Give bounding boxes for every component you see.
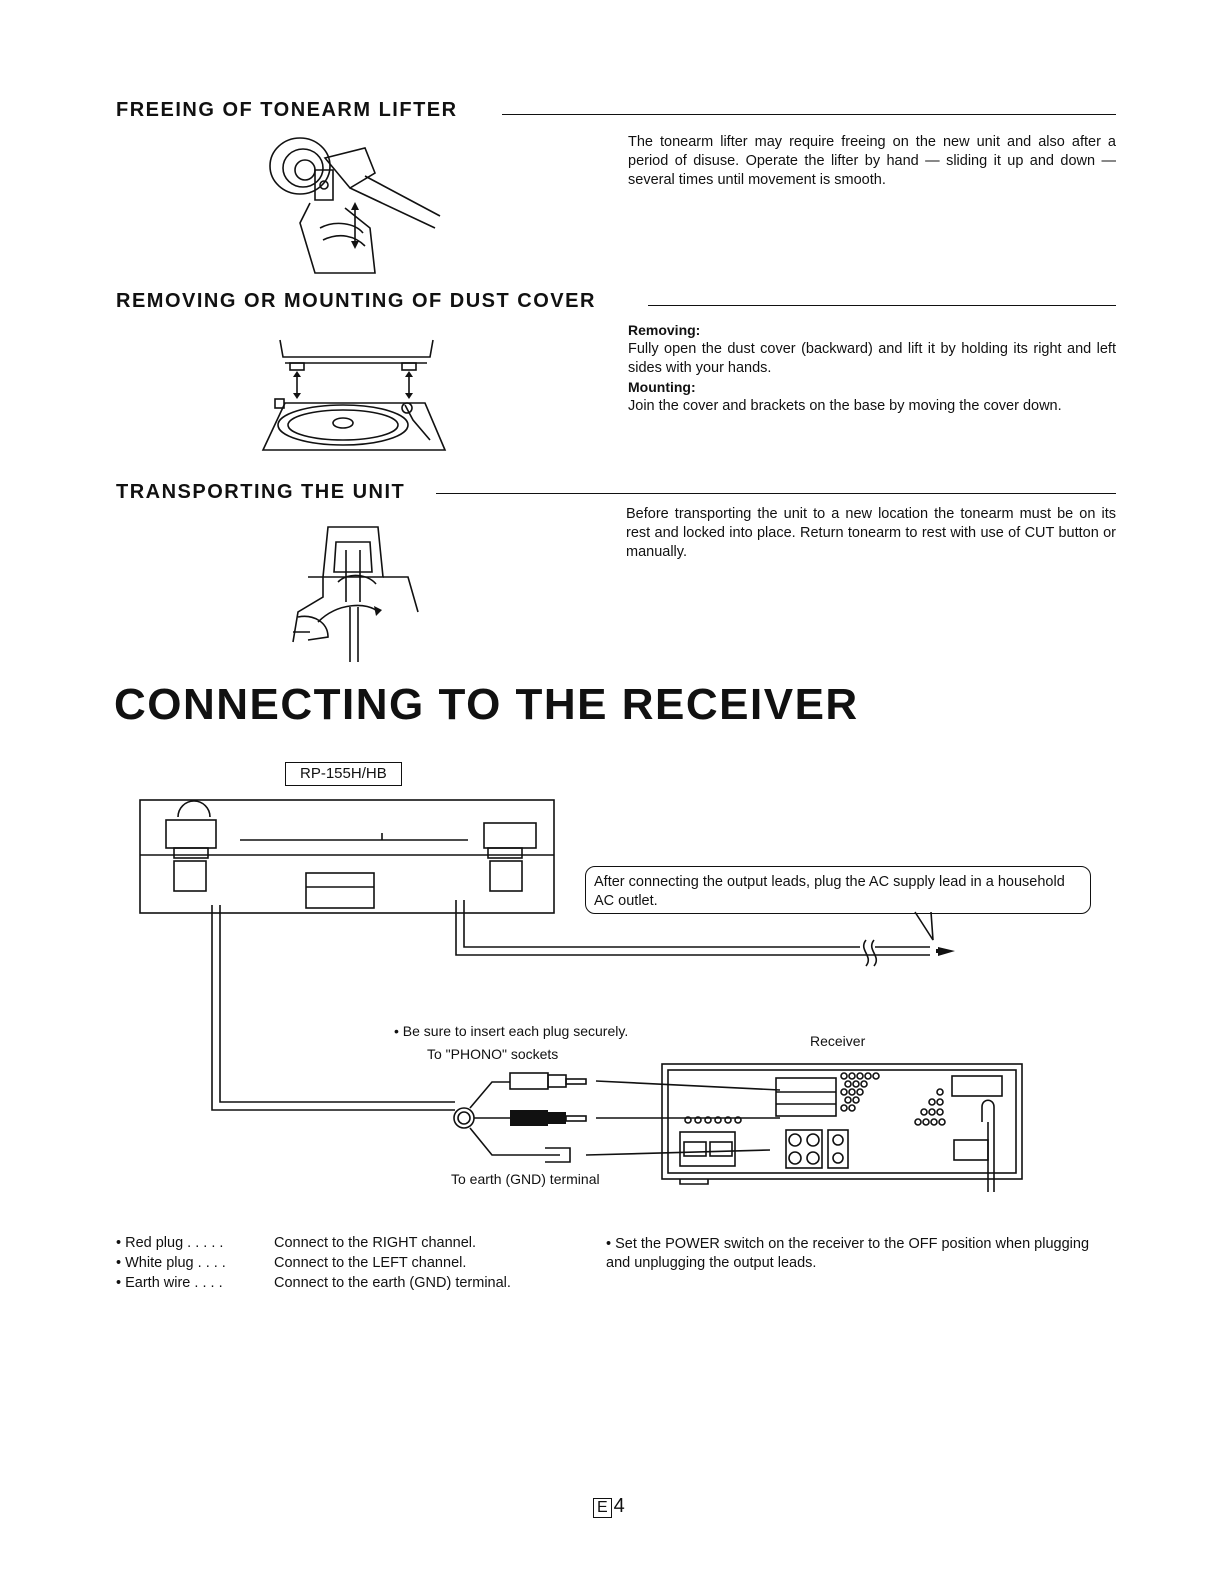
earth-terminal-label: To earth (GND) terminal: [451, 1171, 600, 1187]
plug-note-red: • Red plug . . . . . Connect to the RIGHT…: [116, 1233, 511, 1253]
receiver-rear-illustration: [661, 1063, 1023, 1192]
section-title-dust-cover: REMOVING OR MOUNTING OF DUST COVER: [116, 290, 596, 312]
model-label: RP-155H/HB: [285, 762, 402, 786]
ac-outlet-callout: After connecting the output leads, plug …: [585, 866, 1091, 914]
power-switch-note: • Set the POWER switch on the receiver t…: [606, 1236, 1090, 1271]
removing-text: Fully open the dust cover (backward) and…: [628, 341, 1116, 376]
plug-note-earth: • Earth wire . . . . Connect to the earth…: [116, 1273, 511, 1293]
tonearm-lifter-illustration: [269, 137, 441, 274]
section-rule: [648, 305, 1116, 306]
dust-cover-text: Removing: Fully open the dust cover (bac…: [628, 321, 1116, 416]
page-number-value: 4: [613, 1495, 625, 1517]
plug-name: • Red plug . . . . .: [116, 1235, 224, 1251]
mounting-text: Join the cover and brackets on the base …: [628, 398, 1062, 414]
section-title-transport: TRANSPORTING THE UNIT: [116, 481, 406, 503]
main-title: CONNECTING TO THE RECEIVER: [114, 680, 859, 729]
section-rule: [436, 493, 1116, 494]
page-letter: E: [593, 1498, 612, 1518]
transport-text: Before transporting the unit to a new lo…: [626, 506, 1116, 560]
plug-desc: Connect to the RIGHT channel.: [274, 1235, 477, 1251]
plug-notes: • Red plug . . . . . Connect to the RIGHT…: [116, 1233, 511, 1293]
turntable-rear-illustration: [139, 799, 555, 914]
mounting-label: Mounting:: [628, 379, 696, 395]
section-rule: [502, 114, 1116, 115]
transport-illustration: [292, 526, 419, 662]
insert-plug-note: • Be sure to insert each plug securely.: [394, 1023, 629, 1039]
plug-name: • Earth wire . . . .: [116, 1275, 223, 1291]
callout-pointer: [914, 911, 934, 941]
removing-label: Removing:: [628, 322, 701, 338]
plug-name: • White plug . . . .: [116, 1255, 226, 1271]
plug-desc: Connect to the earth (GND) terminal.: [274, 1275, 511, 1291]
section-title-tonearm-lifter: FREEING OF TONEARM LIFTER: [116, 99, 458, 121]
receiver-label: Receiver: [810, 1033, 866, 1049]
plug-note-white: • White plug . . . . Connect to the LEFT …: [116, 1253, 511, 1273]
phono-sockets-label: To "PHONO" sockets: [427, 1046, 559, 1062]
dust-cover-illustration: [261, 339, 447, 451]
tonearm-lifter-text: The tonearm lifter may require freeing o…: [628, 134, 1116, 188]
plug-desc: Connect to the LEFT channel.: [274, 1255, 467, 1271]
